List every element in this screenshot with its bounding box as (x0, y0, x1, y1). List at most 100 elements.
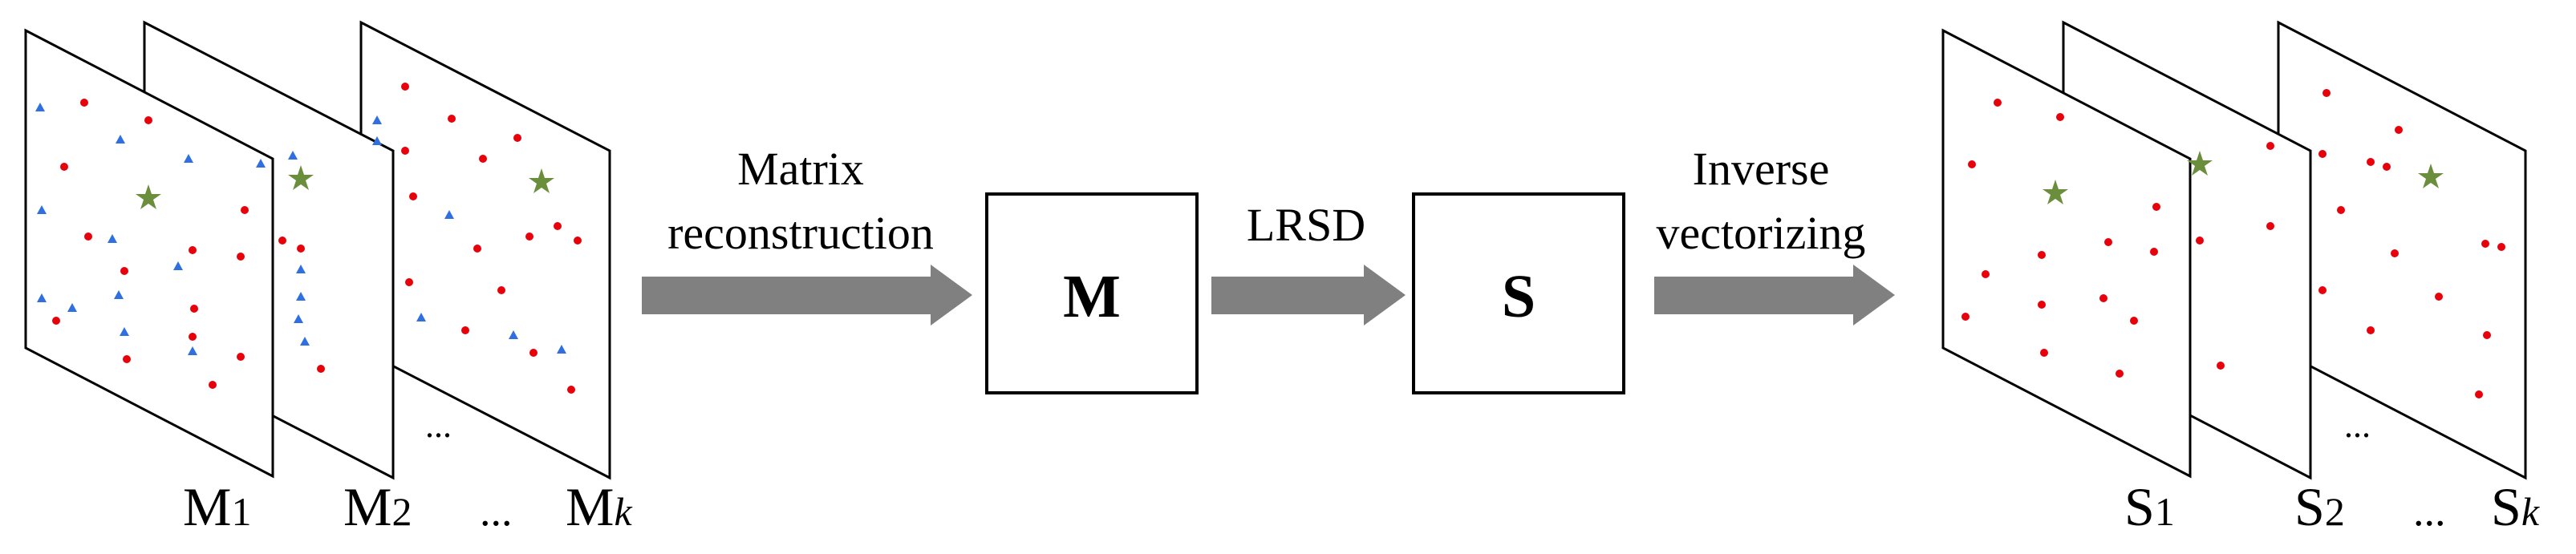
triangle-marker (67, 303, 77, 312)
matrix-s-box: S (1412, 192, 1625, 394)
point-marker (2383, 163, 2391, 171)
point-marker (52, 317, 60, 325)
left-frame-stack: ... (24, 20, 611, 480)
label-s-2: S2 (2294, 476, 2345, 537)
arrow-1-label-line1: Matrix (737, 143, 864, 195)
point-marker (2318, 286, 2327, 294)
right-labels: S1 S2 ... Sk (2124, 476, 2540, 537)
frame-m-1-markers (35, 99, 266, 389)
point-marker (2475, 390, 2483, 398)
label-s-1: S1 (2124, 476, 2175, 537)
point-marker (209, 381, 217, 389)
triangle-marker (294, 314, 303, 323)
star-marker (529, 168, 554, 193)
arrow-1-label-line2: reconstruction (667, 207, 934, 259)
triangle-marker (35, 103, 45, 111)
point-marker (2435, 293, 2443, 301)
frame-s-k-markers (2318, 89, 2505, 398)
frame-m-k-markers (372, 83, 582, 394)
point-marker (479, 155, 487, 163)
point-marker (1994, 99, 2002, 107)
point-marker (2322, 89, 2331, 97)
frame-m-1 (24, 28, 274, 479)
point-marker (190, 305, 198, 313)
point-marker (2116, 370, 2124, 378)
point-marker (297, 245, 305, 253)
point-marker (189, 333, 197, 341)
frame-m-k (359, 20, 611, 480)
point-marker (513, 134, 521, 142)
point-marker (2099, 294, 2107, 302)
arrow-3-label-line1: Inverse (1693, 143, 1830, 195)
point-marker (1961, 313, 1970, 321)
left-stack-ellipsis: ... (425, 406, 452, 445)
point-marker (2130, 317, 2138, 325)
point-marker (80, 99, 88, 107)
point-marker (2318, 150, 2327, 158)
right-frame-stack: ... (1941, 20, 2527, 480)
point-marker (2391, 249, 2399, 257)
point-marker (84, 233, 92, 241)
triangle-marker (120, 327, 129, 336)
triangle-marker (300, 337, 310, 346)
triangle-marker (173, 261, 183, 270)
star-marker (136, 184, 161, 209)
frame-s-k (2277, 20, 2527, 480)
frame-m-2-markers (278, 151, 325, 373)
arrow-matrix-reconstruction: Matrix reconstruction (642, 143, 972, 326)
triangle-marker (416, 313, 426, 321)
star-marker (2187, 151, 2213, 176)
point-marker (2337, 206, 2345, 214)
point-marker (2150, 248, 2158, 256)
star-marker (288, 165, 314, 190)
right-label-ellipsis: ... (2413, 487, 2446, 535)
triangle-marker (184, 154, 193, 163)
point-marker (2196, 237, 2204, 245)
point-marker (60, 163, 68, 171)
triangle-marker (37, 205, 47, 214)
triangle-marker (296, 265, 306, 273)
point-marker (2367, 158, 2375, 166)
point-marker (237, 253, 245, 261)
point-marker (2040, 349, 2048, 357)
triangle-marker (509, 330, 518, 339)
point-marker (2038, 251, 2046, 259)
arrow-lrsd: LRSD (1211, 199, 1406, 326)
triangle-marker (114, 290, 124, 299)
point-marker (2104, 238, 2112, 246)
triangle-marker (288, 151, 298, 160)
point-marker (2483, 331, 2491, 339)
left-labels: M1 M2 ... Mk (183, 476, 632, 537)
star-marker (2418, 164, 2444, 188)
point-marker (497, 286, 505, 294)
point-marker (241, 206, 249, 214)
point-marker (144, 116, 152, 124)
arrow-2-label: LRSD (1247, 199, 1365, 251)
triangle-marker (256, 159, 266, 168)
point-marker (2497, 243, 2505, 251)
point-marker (529, 349, 538, 357)
point-marker (401, 83, 409, 91)
point-marker (405, 278, 413, 286)
matrix-s-label: S (1502, 263, 1535, 330)
point-marker (554, 222, 562, 230)
point-marker (567, 386, 575, 394)
star-marker (2043, 180, 2068, 204)
matrix-m-label: M (1063, 263, 1121, 330)
triangle-marker (296, 292, 306, 301)
point-marker (448, 115, 456, 123)
point-marker (2038, 301, 2046, 309)
point-marker (1968, 160, 1976, 168)
right-stack-ellipsis: ... (2344, 406, 2371, 445)
point-marker (1982, 270, 1990, 278)
point-marker (237, 353, 245, 361)
triangle-marker (108, 234, 117, 243)
frame-s-1-markers (1961, 99, 2160, 378)
label-s-k: Sk (2491, 476, 2540, 537)
arrow-inverse-vectorizing: Inverse vectorizing (1654, 143, 1895, 326)
point-marker (461, 326, 469, 334)
point-marker (120, 267, 128, 275)
left-label-ellipsis: ... (480, 487, 513, 535)
triangle-marker (444, 210, 454, 219)
